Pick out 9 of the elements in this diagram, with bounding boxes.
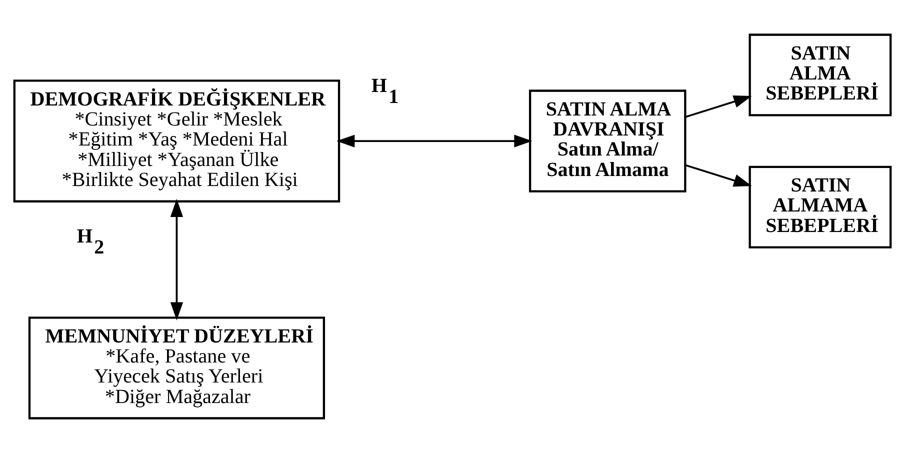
arrow bbox=[170, 198, 184, 320]
node-box: DEMOGRAFİK DEĞİŞKENLER *Cinsiyet *Gelir *Meslek *Eğitim *Yaş *Medeni Hal *Milliyet *Yaşanan Ülke *Birlikte Seyahat Edilen Kişi bbox=[13, 79, 340, 202]
arrow bbox=[336, 134, 532, 147]
node-box: SATIN ALMAMA SEBEPLERİ bbox=[748, 165, 892, 248]
arrow bbox=[685, 94, 752, 118]
node-box: MEMNUNİYET DÜZEYLERİ *Kafe, Pastane ve Yiyecek Satış Yerleri *Diğer Mağazalar bbox=[28, 316, 326, 419]
node-box: SATIN ALMA SEBEPLERİ bbox=[748, 33, 892, 116]
arrow bbox=[685, 164, 752, 186]
node-box: SATIN ALMA DAVRANIŞI Satın Alma/ Satın Almama bbox=[528, 89, 686, 192]
